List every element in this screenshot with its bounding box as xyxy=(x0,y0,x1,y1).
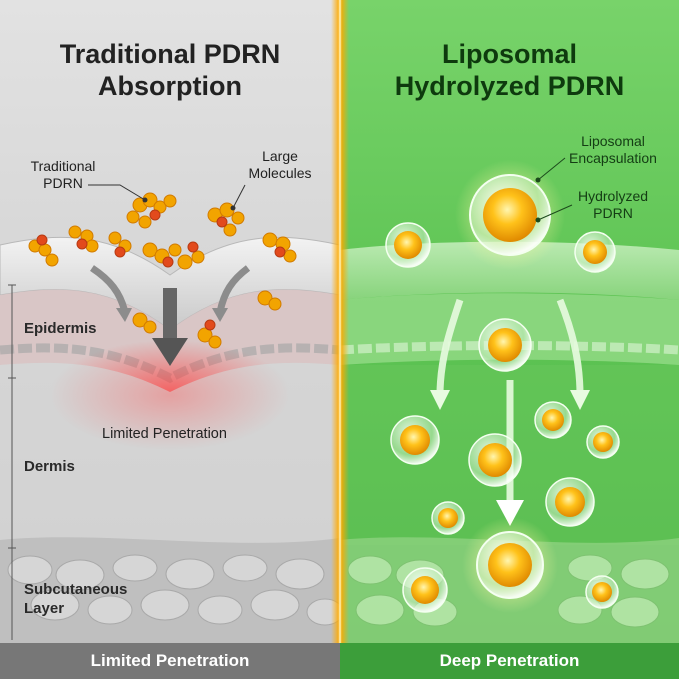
footer-deep: Deep Penetration xyxy=(340,643,679,679)
callout-dot xyxy=(536,178,541,183)
callout-line: Hydrolyzed xyxy=(568,188,658,205)
callout-line: Molecules xyxy=(235,165,325,182)
traditional-pdrn-callout: Traditional PDRN xyxy=(28,158,98,192)
callout-dot xyxy=(143,198,148,203)
title-line: Liposomal xyxy=(340,38,679,70)
subcutaneous-line: Subcutaneous xyxy=(24,580,127,599)
liposomal-encapsulation-callout: Liposomal Encapsulation xyxy=(558,133,668,167)
title-line: Absorption xyxy=(0,70,340,102)
hydrolyzed-pdrn-callout: Hydrolyzed PDRN xyxy=(568,188,658,222)
callout-dot xyxy=(536,218,541,223)
dermis-label: Dermis xyxy=(24,458,75,475)
callout-line: Liposomal xyxy=(558,133,668,150)
large-molecules-callout: Large Molecules xyxy=(235,148,325,182)
liposomal-title: Liposomal Hydrolyzed PDRN xyxy=(340,38,679,102)
liposomal-panel: Liposomal Hydrolyzed PDRN Liposomal Enca… xyxy=(340,0,679,679)
callout-line: PDRN xyxy=(568,205,658,222)
center-divider-glow xyxy=(331,0,349,643)
callout-line: PDRN xyxy=(28,175,98,192)
subcutaneous-label: Subcutaneous Layer xyxy=(24,580,127,618)
title-line: Traditional PDRN xyxy=(0,38,340,70)
callout-line: Traditional xyxy=(28,158,98,175)
callout-dot xyxy=(231,206,236,211)
limited-penetration-text: Limited Penetration xyxy=(102,426,227,442)
traditional-panel: Traditional PDRN Absorption Traditional … xyxy=(0,0,340,679)
epidermis-label: Epidermis xyxy=(24,320,97,337)
footer-limited: Limited Penetration xyxy=(0,643,340,679)
callout-line: Encapsulation xyxy=(558,150,668,167)
title-line: Hydrolyzed PDRN xyxy=(340,70,679,102)
callout-line: Large xyxy=(235,148,325,165)
subcutaneous-line: Layer xyxy=(24,599,127,618)
traditional-title: Traditional PDRN Absorption xyxy=(0,38,340,102)
